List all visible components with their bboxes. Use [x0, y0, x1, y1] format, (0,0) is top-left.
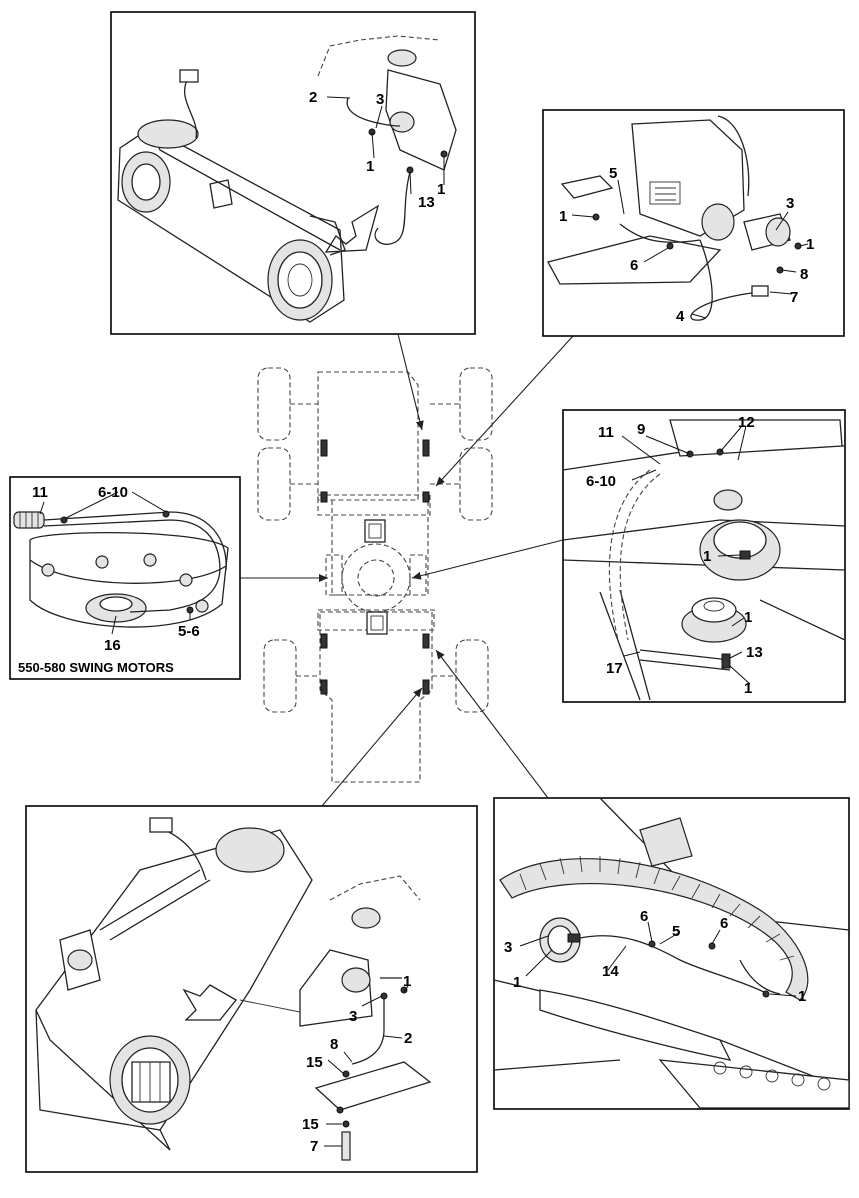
callout-1: 1 [798, 988, 806, 1005]
callout-7: 7 [310, 1138, 318, 1155]
callout-17: 17 [606, 660, 623, 677]
panel-left-swing-motors: 11 6-10 16 5-6 550-580 SWING MOTORS [9, 476, 241, 680]
panel-right: 11 9 12 6-10 1 1 13 17 1 [562, 409, 846, 703]
callout-2: 2 [309, 89, 317, 106]
callout-1: 1 [513, 974, 521, 991]
callout-5-6: 5-6 [178, 623, 200, 640]
callout-9: 9 [637, 421, 645, 438]
callout-5: 5 [672, 923, 680, 940]
callout-1: 1 [403, 973, 411, 990]
callout-4: 4 [676, 308, 685, 325]
callout-15: 15 [302, 1116, 319, 1133]
panel-caption: 550-580 SWING MOTORS [18, 660, 174, 675]
callout-16: 16 [104, 637, 121, 654]
callout-6: 6 [720, 915, 728, 932]
panel-bottom-left: 1 3 2 8 15 15 7 [25, 805, 478, 1173]
callout-8: 8 [330, 1036, 338, 1053]
panel-top-right: 5 3 1 1 6 8 7 4 [542, 109, 845, 337]
callout-1: 1 [437, 181, 445, 198]
callout-5: 5 [609, 165, 617, 182]
callout-6: 6 [640, 908, 648, 925]
callout-15: 15 [306, 1054, 323, 1071]
callout-12: 12 [738, 414, 755, 431]
callout-3: 3 [376, 91, 384, 108]
callout-11: 11 [32, 484, 48, 501]
callout-3: 3 [349, 1008, 357, 1025]
callout-8: 8 [800, 266, 808, 283]
panel-top-left: 2 3 1 13 1 [110, 11, 476, 335]
pointer-lines [240, 333, 574, 807]
callout-13: 13 [418, 194, 435, 211]
callout-3: 3 [786, 195, 794, 212]
callout-7: 7 [790, 289, 798, 306]
callout-1: 1 [806, 236, 814, 253]
callout-6: 6 [630, 257, 638, 274]
panel-bottom-right: 3 1 6 5 6 14 1 [493, 797, 850, 1110]
callout-6-10: 6-10 [586, 473, 616, 490]
callout-14: 14 [602, 963, 619, 980]
callout-1: 1 [703, 548, 711, 565]
machine-outline [257, 367, 493, 783]
callout-1: 1 [559, 208, 567, 225]
callout-3: 3 [504, 939, 512, 956]
callout-1: 1 [366, 158, 374, 175]
callout-2: 2 [404, 1030, 412, 1047]
callout-6-10: 6-10 [98, 484, 128, 501]
callout-11: 11 [598, 424, 614, 441]
callout-1: 1 [744, 609, 752, 626]
callout-13: 13 [746, 644, 763, 661]
callout-1: 1 [744, 680, 752, 697]
